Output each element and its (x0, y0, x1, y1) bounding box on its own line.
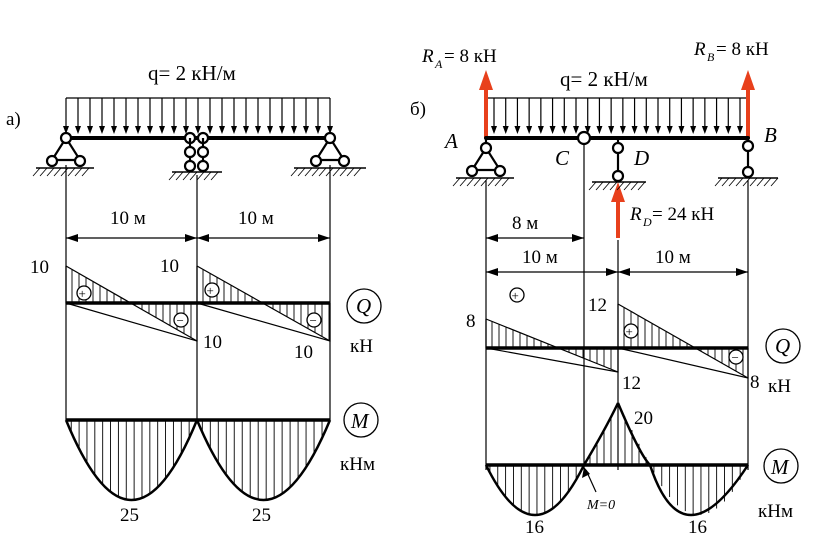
svg-text:R: R (693, 39, 706, 60)
panel-a-load-label: q= 2 кН/м (148, 61, 236, 85)
panel-a-q-bot-mid: 10 (203, 332, 222, 353)
panel-a: а) q= 2 кН/м (6, 61, 382, 526)
svg-text:= 8 кН: = 8 кН (444, 46, 497, 67)
panel-a-q-minus-1: − (177, 313, 184, 328)
panel-a-shear-diagram: 10 10 10 10 + − + − (30, 256, 331, 363)
panel-b-point-c: C (555, 146, 570, 170)
panel-a-support-left (36, 131, 94, 169)
panel-b-support-b (718, 138, 778, 179)
panel-a-q-axis-label: Q кН (346, 288, 382, 357)
svg-text:M: M (350, 409, 370, 433)
svg-text:кН: кН (768, 376, 791, 397)
panel-a-dimension: 10 м 10 м (66, 208, 330, 242)
panel-a-q-plus-2: + (207, 283, 214, 298)
panel-a-q-plus-1: + (79, 286, 86, 301)
panel-a-m-val2: 25 (252, 505, 271, 526)
svg-text:= 8 кН: = 8 кН (716, 39, 769, 60)
panel-b-shear-diagram: 8 12 12 8 + + − (466, 287, 760, 394)
panel-b-support-a (456, 138, 514, 179)
panel-a-q-minus-2: − (310, 313, 317, 328)
panel-b-q-left: 8 (466, 311, 476, 332)
panel-b-reaction-a-label: R A = 8 кН (421, 46, 497, 71)
panel-b-reaction-b-label: R B = 8 кН (693, 39, 769, 64)
svg-text:кН: кН (350, 336, 373, 357)
svg-text:M: M (770, 455, 790, 479)
panel-a-moment-diagram: 25 25 (64, 418, 332, 526)
panel-b-dimension-8: 8 м (486, 213, 584, 242)
panel-b-point-a: A (443, 129, 458, 153)
panel-a-q-bot-right: 10 (294, 342, 313, 363)
panel-b-q-axis-label: Q кН (765, 328, 801, 397)
panel-b-q-plus-2: + (626, 324, 633, 339)
panel-b-dimension-10: 10 м 10 м (486, 247, 748, 276)
panel-b-q-plus-1: + (512, 288, 519, 303)
panel-b-q-minus: − (732, 350, 739, 365)
panel-b-label: б) (410, 99, 426, 120)
panel-a-m-val1: 25 (120, 505, 139, 526)
panel-b-m-min2: 16 (688, 517, 707, 538)
panel-b-reaction-b-arrow (741, 70, 755, 138)
panel-b-m-min1: 16 (525, 517, 544, 538)
svg-text:кНм: кНм (758, 501, 793, 522)
svg-text:R: R (421, 46, 434, 67)
svg-text:Q: Q (775, 334, 790, 358)
panel-b-m-zero: M=0 (586, 498, 615, 513)
panel-b-q-mid-bot: 12 (622, 373, 641, 394)
panel-a-label: а) (6, 109, 21, 130)
panel-b-distributed-load (486, 97, 748, 134)
panel-b-q-mid-top: 12 (588, 295, 607, 316)
panel-b-support-d (592, 138, 646, 183)
panel-b-m-axis-label: M кНм (758, 448, 799, 522)
svg-text:= 24 кН: = 24 кН (652, 204, 714, 225)
panel-a-q-top-left: 10 (30, 257, 49, 278)
svg-text:Q: Q (356, 294, 371, 318)
panel-b-q-right: 8 (750, 372, 760, 393)
panel-b-point-b: B (764, 123, 777, 147)
panel-a-ground-hatching (32, 167, 362, 181)
panel-b-ground-hatching (452, 177, 779, 191)
panel-b-reaction-d-label: R D = 24 кН (629, 204, 714, 229)
svg-text:кНм: кНм (340, 454, 375, 475)
panel-b-moment-diagram: 20 16 16 M=0 (484, 402, 750, 538)
panel-b-reaction-a-arrow (479, 70, 493, 138)
svg-text:D: D (642, 215, 652, 229)
svg-text:10 м: 10 м (655, 247, 691, 268)
panel-a-span2: 10 м (238, 208, 274, 229)
svg-text:B: B (707, 50, 715, 64)
svg-text:A: A (434, 57, 443, 71)
svg-text:10 м: 10 м (522, 247, 558, 268)
panel-b-point-d: D (633, 146, 649, 170)
panel-b-hinge-c (576, 130, 592, 146)
svg-text:8 м: 8 м (512, 213, 538, 234)
panel-a-q-top-mid: 10 (160, 256, 179, 277)
panel-a-span1: 10 м (110, 208, 146, 229)
panel-b: б) R A = 8 кН R B = 8 кН R D = 24 кН q= … (410, 39, 801, 538)
panel-b-reaction-d-arrow (611, 182, 625, 238)
panel-a-distributed-load (63, 97, 333, 134)
panel-b-load-label: q= 2 кН/м (560, 67, 648, 91)
panel-a-m-axis-label: M кНм (340, 402, 379, 475)
panel-b-m-peak: 20 (634, 408, 653, 429)
svg-text:R: R (629, 204, 642, 225)
